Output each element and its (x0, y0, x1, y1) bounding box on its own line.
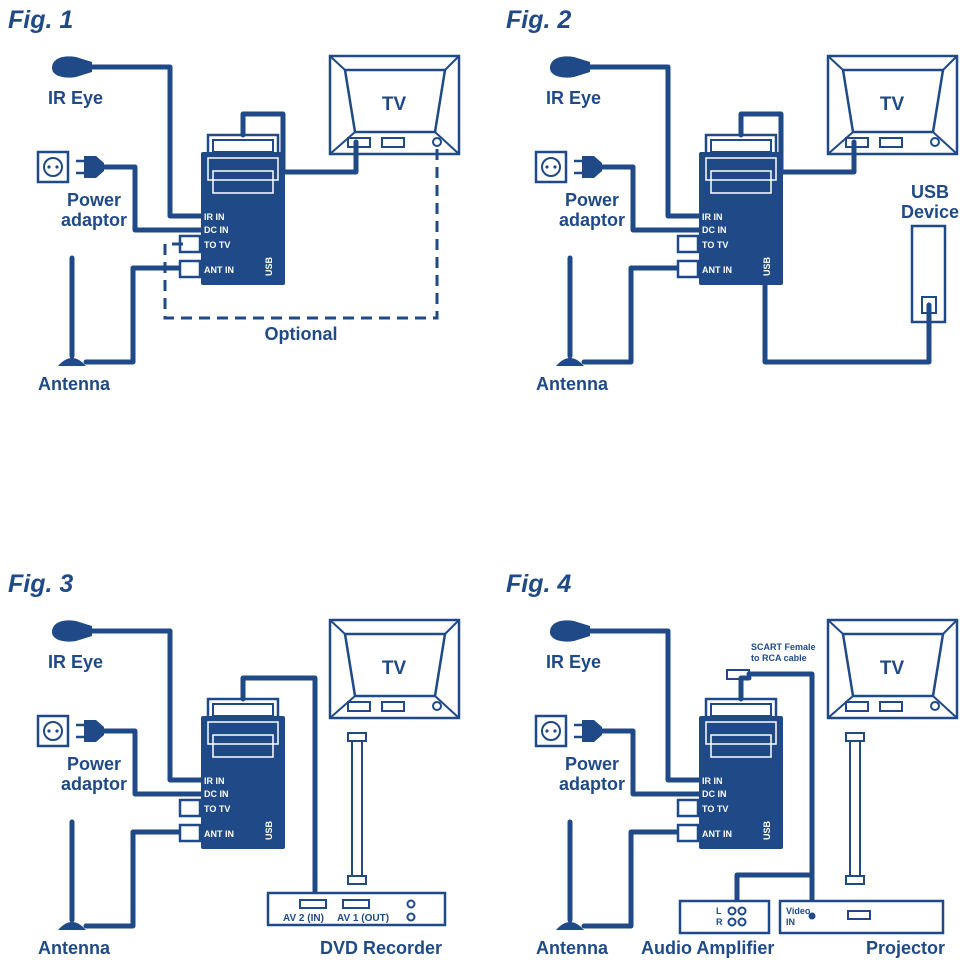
projector (778, 899, 945, 935)
port-ant-in: ANT IN (702, 829, 732, 839)
power-label-line2: adaptor (61, 210, 127, 230)
port-dc-in: DC IN (702, 789, 727, 799)
scart-cable (240, 111, 359, 175)
figure-2: Fig. 2 IR Eye Power adaptor Antenna TV I… (506, 6, 959, 394)
port-dc-in: DC IN (204, 225, 229, 235)
scart-cable-to-dvd (240, 675, 318, 900)
figure-3: Fig. 3 IR Eye Power adaptor Antenna TV I… (8, 570, 459, 958)
port-ant-in: ANT IN (204, 265, 234, 275)
amp-r-jack-2 (737, 917, 747, 927)
amp-l-label: L (716, 906, 722, 916)
usb-cable (762, 282, 932, 365)
tv-label: TV (382, 658, 407, 679)
power-label-line1: Power (565, 754, 619, 774)
ir-eye-label: IR Eye (48, 652, 103, 672)
port-dc-in: DC IN (702, 225, 727, 235)
scart-rca-label-line2: to RCA cable (751, 653, 807, 663)
scart-cable-dvd-to-tv (351, 741, 363, 876)
scart-cable (738, 111, 857, 175)
dvd-av2-port (299, 899, 327, 909)
tv-label: TV (382, 94, 407, 115)
figure-1: Fig. 1 IR Eye Power adaptor Antenna TV I… (8, 6, 459, 394)
scart-plug-top (347, 732, 367, 742)
scart-plug-bottom (347, 875, 367, 885)
figure-4: Fig. 4 IR Eye Power adaptor Antenna TV I… (506, 570, 957, 958)
figure-2-title: Fig. 2 (506, 6, 571, 34)
optional-dashed-cable (163, 146, 439, 320)
figure-3-title: Fig. 3 (8, 570, 73, 598)
dvd-knob-2 (406, 912, 416, 922)
power-label-line2: adaptor (61, 774, 127, 794)
amp-r-label: R (716, 917, 723, 927)
projector-label: Projector (866, 938, 945, 958)
port-dc-in: DC IN (204, 789, 229, 799)
port-ant-in: ANT IN (702, 265, 732, 275)
port-ir-in: IR IN (702, 212, 723, 222)
figure-4-title: Fig. 4 (506, 570, 571, 598)
port-to-tv: TO TV (204, 804, 230, 814)
antenna-label: Antenna (536, 374, 609, 394)
dvd-av2-label: AV 2 (IN) (283, 913, 324, 924)
port-ir-in: IR IN (702, 776, 723, 786)
usb-port-label: USB (762, 256, 772, 276)
tv-label: TV (880, 94, 905, 115)
video-in-label-line2: IN (786, 917, 795, 927)
power-label-line1: Power (565, 190, 619, 210)
video-in-label-line1: Video (786, 906, 811, 916)
ir-eye-label: IR Eye (546, 88, 601, 108)
amp-l-jack-2 (737, 906, 747, 916)
dvd-recorder-label: DVD Recorder (320, 938, 442, 958)
dvd-recorder (266, 891, 447, 927)
amp-r-jack (727, 917, 737, 927)
usb-port-label: USB (762, 820, 772, 840)
antenna-label: Antenna (536, 938, 609, 958)
amp-l-jack (727, 906, 737, 916)
ir-eye-label: IR Eye (48, 88, 103, 108)
port-ir-in: IR IN (204, 212, 225, 222)
port-to-tv: TO TV (204, 240, 230, 250)
dvd-av1-port (342, 899, 370, 909)
scart-rca-label-line1: SCART Female (751, 642, 816, 652)
scart-plug-top (845, 732, 865, 742)
port-to-tv: TO TV (702, 804, 728, 814)
usb-port-label: USB (264, 820, 274, 840)
ir-eye-label: IR Eye (546, 652, 601, 672)
port-ant-in: ANT IN (204, 829, 234, 839)
antenna-label: Antenna (38, 374, 111, 394)
port-ir-in: IR IN (204, 776, 225, 786)
projector-port (847, 910, 871, 920)
optional-label: Optional (265, 324, 338, 344)
power-label-line2: adaptor (559, 774, 625, 794)
tv-label: TV (880, 658, 905, 679)
power-label-line1: Power (67, 754, 121, 774)
projector-video-jack (808, 912, 816, 920)
usb-device-label-line1: USB (911, 182, 949, 202)
figure-1-title: Fig. 1 (8, 6, 73, 34)
dvd-knob-1 (406, 899, 416, 909)
scart-plug-bottom (845, 875, 865, 885)
power-label-line2: adaptor (559, 210, 625, 230)
antenna-label: Antenna (38, 938, 111, 958)
rca-video-cable (746, 671, 815, 917)
audio-amplifier (678, 899, 771, 935)
usb-port-label: USB (264, 256, 274, 276)
port-to-tv: TO TV (702, 240, 728, 250)
audio-amplifier-label: Audio Amplifier (641, 938, 774, 958)
scart-cable-tv (849, 741, 861, 876)
power-label-line1: Power (67, 190, 121, 210)
scart-stub (738, 675, 752, 702)
usb-device-label-line2: Device (901, 202, 959, 222)
dvd-av1-label: AV 1 (OUT) (337, 913, 389, 924)
